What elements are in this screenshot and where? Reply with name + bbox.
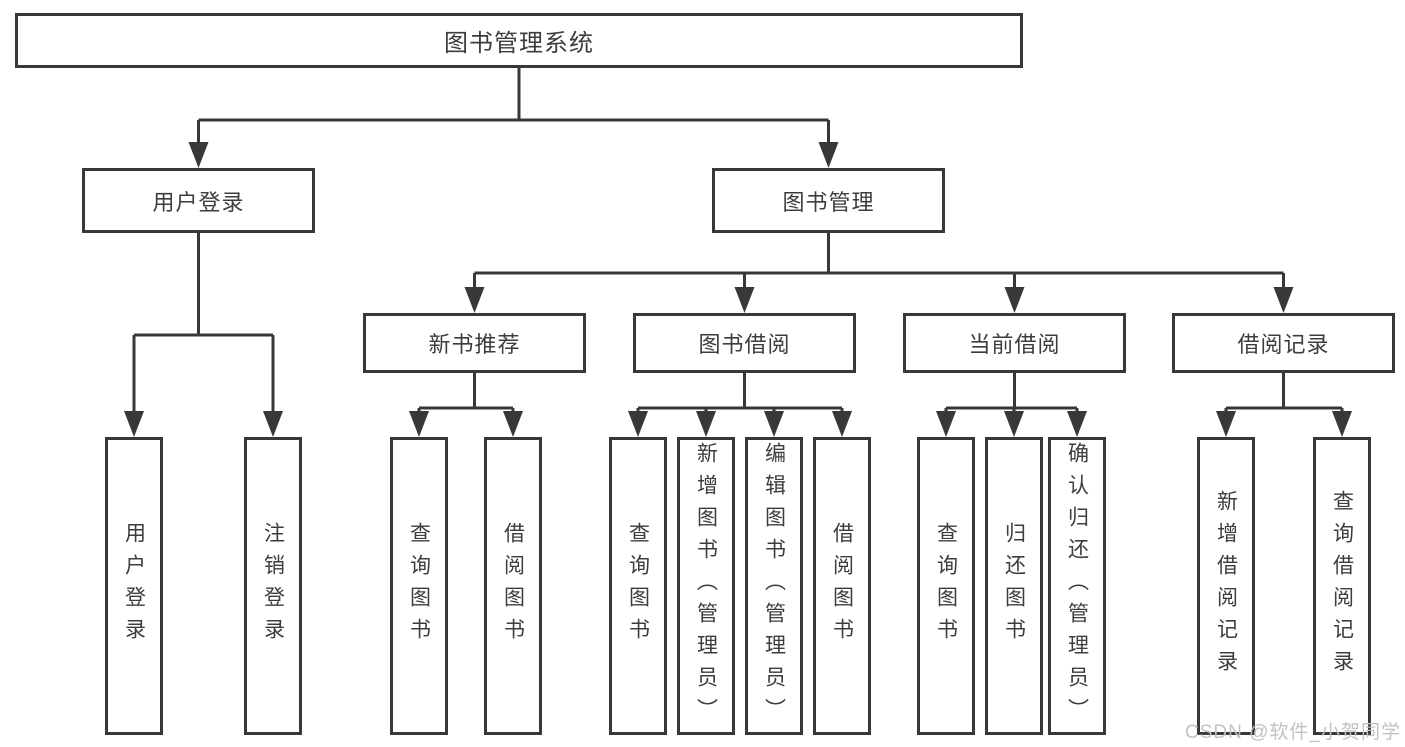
node-new-book-recommend-label: 新书推荐 [428, 332, 521, 357]
node-user-login-label: 用户登录 [152, 189, 245, 215]
leaf-borrow-books-1: 借阅图书 [484, 437, 542, 735]
node-root-label: 图书管理系统 [444, 30, 594, 57]
node-borrow-records-label: 借阅记录 [1237, 332, 1330, 357]
node-new-book-recommend: 新书推荐 [363, 313, 586, 373]
node-book-borrow: 图书借阅 [633, 313, 856, 373]
node-current-borrow: 当前借阅 [903, 313, 1126, 373]
leaf-confirm-return-admin: 确认归还（管理员） [1048, 437, 1106, 735]
node-book-management: 图书管理 [712, 168, 945, 233]
node-borrow-records: 借阅记录 [1172, 313, 1395, 373]
node-user-login: 用户登录 [82, 168, 315, 233]
leaf-edit-book-admin: 编辑图书（管理员） [745, 437, 803, 735]
node-root-system: 图书管理系统 [15, 13, 1023, 68]
node-book-management-label: 图书管理 [782, 189, 875, 215]
leaf-query-books-2: 查询图书 [609, 437, 667, 735]
leaf-query-books-3: 查询图书 [917, 437, 975, 735]
leaf-logout: 注销登录 [244, 437, 302, 735]
node-current-borrow-label: 当前借阅 [968, 332, 1061, 357]
leaf-user-login: 用户登录 [105, 437, 163, 735]
leaf-query-books-1: 查询图书 [390, 437, 448, 735]
node-book-borrow-label: 图书借阅 [698, 332, 791, 357]
leaf-add-book-admin: 新增图书（管理员） [677, 437, 735, 735]
leaf-add-borrow-record: 新增借阅记录 [1197, 437, 1255, 735]
leaf-borrow-books-2: 借阅图书 [813, 437, 871, 735]
leaf-return-book: 归还图书 [985, 437, 1043, 735]
csdn-watermark: CSDN @软件_小贺同学 [1185, 722, 1401, 743]
leaf-query-borrow-record: 查询借阅记录 [1313, 437, 1371, 735]
